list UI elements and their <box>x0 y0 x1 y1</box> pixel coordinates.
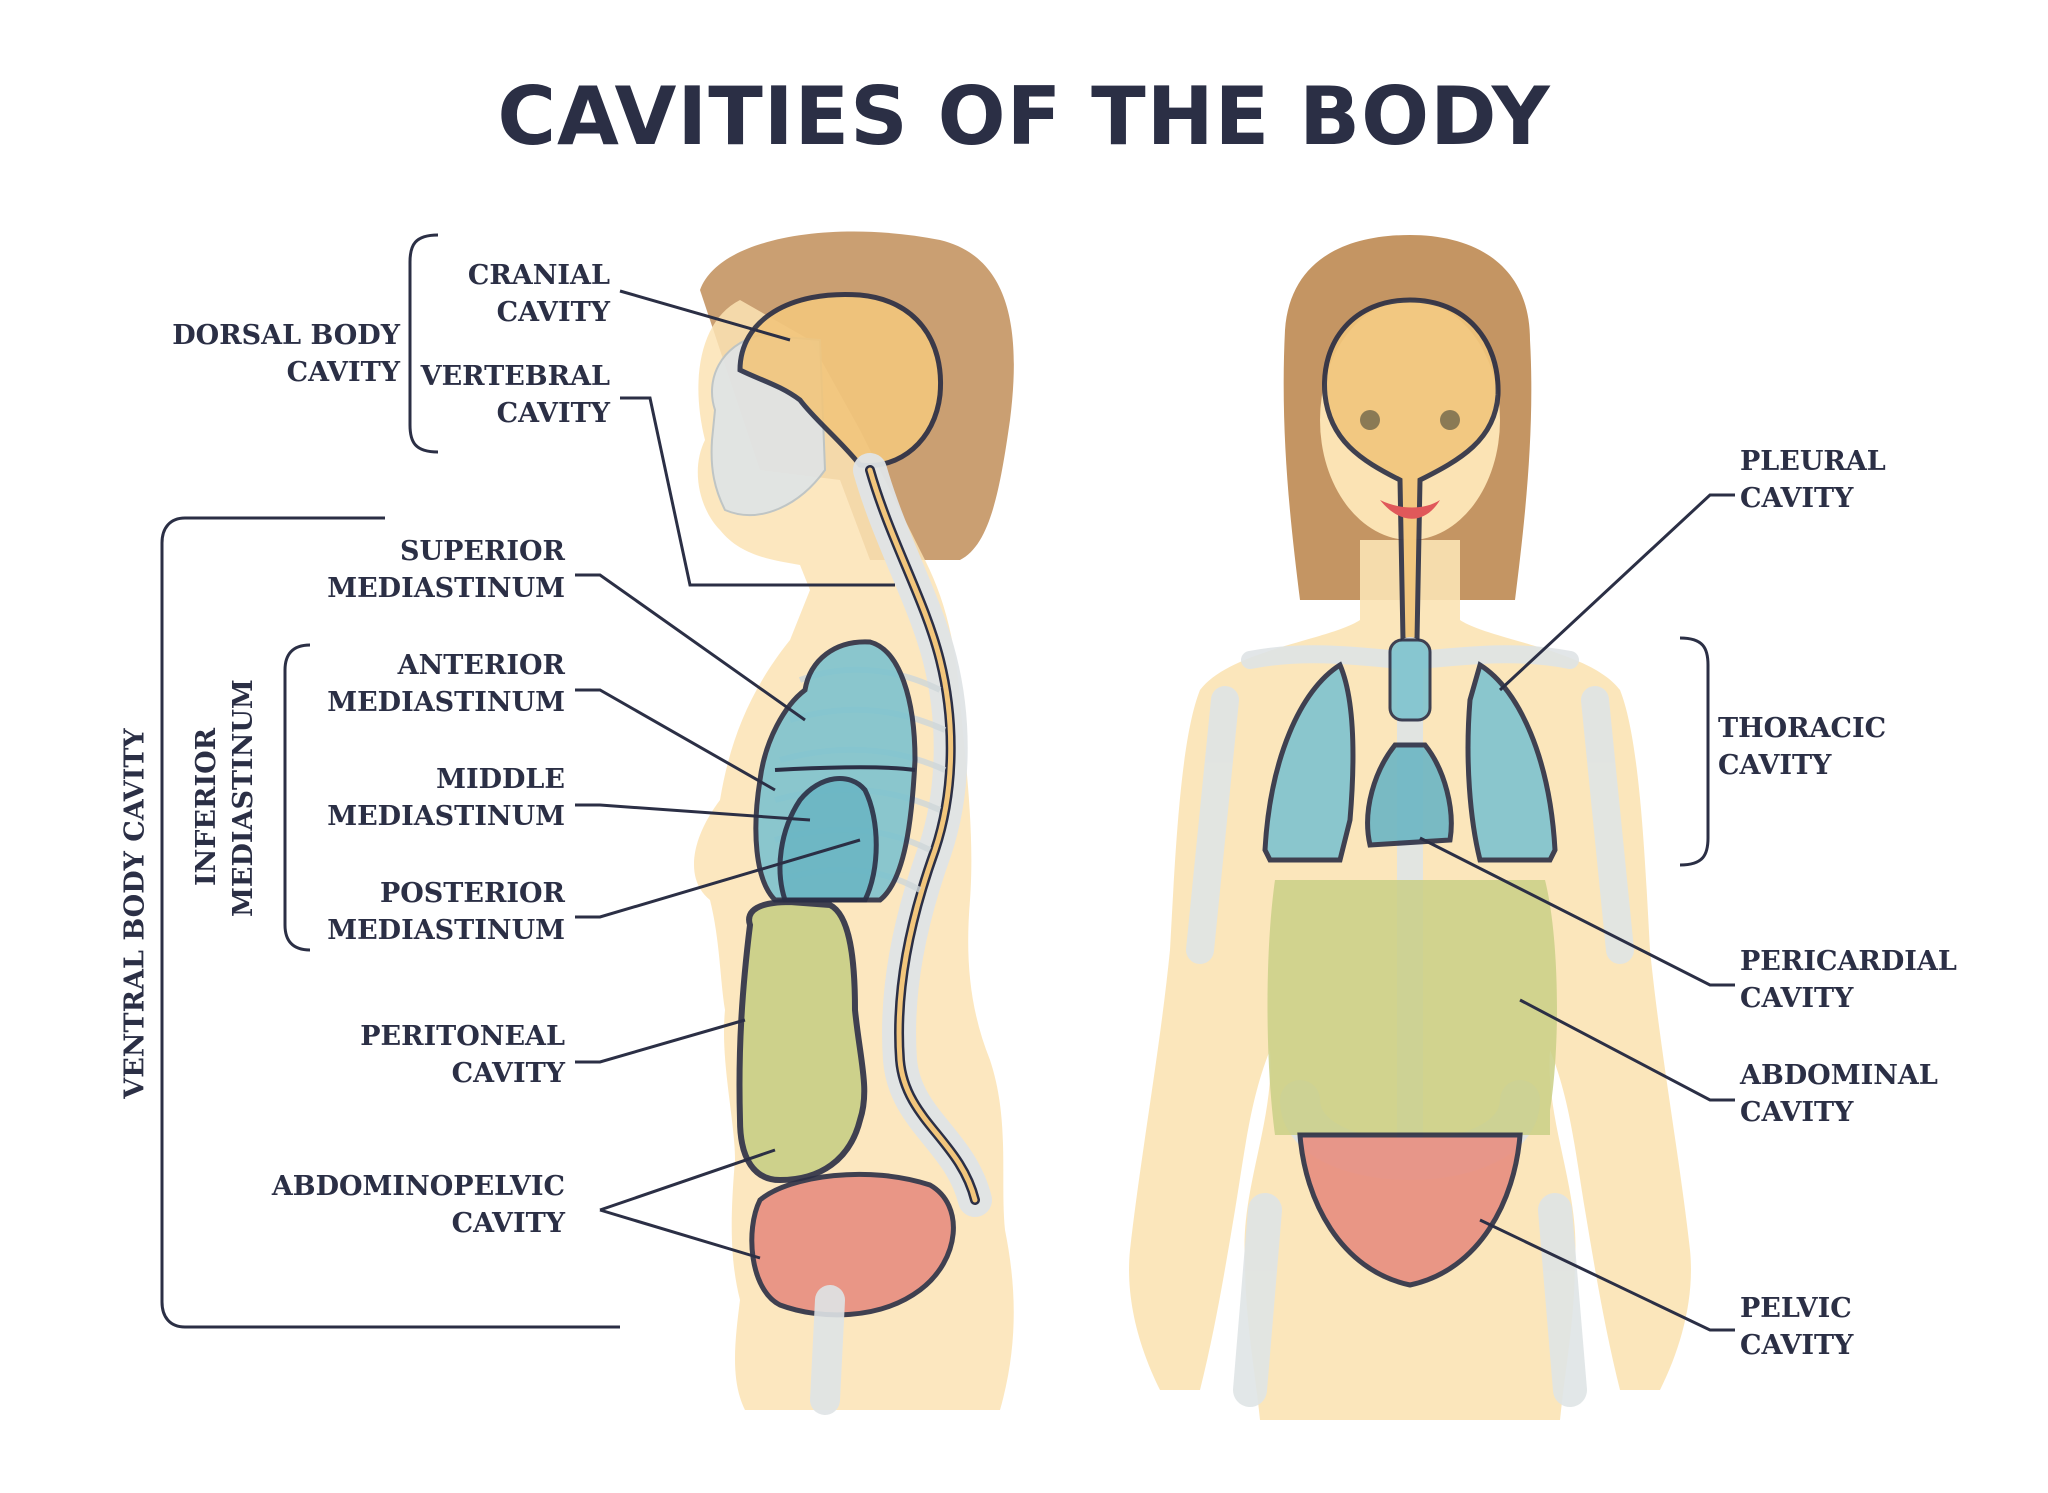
leader-vertebral <box>620 396 895 587</box>
label-abdominal-cavity: ABDOMINAL CAVITY <box>1740 1060 1938 1128</box>
label-anterior-mediastinum: ANTERIOR MEDIASTINUM <box>327 650 565 718</box>
leader-superior <box>575 573 806 722</box>
label-ventral-body-cavity: VENTRAL BODY CAVITY <box>119 728 151 1099</box>
leader-cranial <box>619 289 791 342</box>
front-lung-right <box>1465 661 1558 863</box>
leader-peritoneal <box>575 1018 746 1064</box>
label-peritoneal-cavity: PERITONEAL CAVITY <box>360 1021 565 1089</box>
bracket-ventral <box>160 516 620 1329</box>
leader-pelvic <box>1479 1218 1735 1332</box>
bracket-inferior <box>283 643 311 952</box>
label-pericardial-cavity: PERICARDIAL CAVITY <box>1740 946 1957 1014</box>
side-pelvic-cavity <box>749 1171 956 1318</box>
bracket-dorsal <box>408 233 439 454</box>
side-peritoneal-cavity <box>736 898 868 1184</box>
label-pelvic-cavity: PELVIC CAVITY <box>1740 1293 1854 1361</box>
front-eye-right <box>1440 410 1460 430</box>
label-thoracic-cavity: THORACIC CAVITY <box>1718 713 1887 781</box>
leader-pericardial <box>1419 836 1735 987</box>
leader-anterior <box>575 688 776 792</box>
side-cranial-cavity <box>737 291 944 469</box>
front-eye-left <box>1360 410 1380 430</box>
label-posterior-mediastinum: POSTERIOR MEDIASTINUM <box>327 878 565 946</box>
label-pleural-cavity: PLEURAL CAVITY <box>1740 446 1886 514</box>
front-lung-left <box>1262 661 1356 863</box>
front-mouth <box>1380 500 1440 519</box>
label-middle-mediastinum: MIDDLE MEDIASTINUM <box>327 764 565 832</box>
label-inferior-mediastinum: INFERIOR MEDIASTINUM <box>191 679 259 917</box>
front-pelvic-cavity <box>1297 1132 1523 1288</box>
leader-abdominal <box>1519 998 1735 1102</box>
front-abdominal-cavity <box>1267 880 1557 1135</box>
side-vertebral-canal-fill <box>867 467 978 1203</box>
label-vertebral-cavity: VERTEBRAL CAVITY <box>420 361 610 429</box>
leader-middle <box>575 803 811 822</box>
bracket-thoracic <box>1679 636 1710 867</box>
side-middle-mediastinum <box>777 776 879 903</box>
leader-abdominopelvic-2 <box>599 1208 761 1260</box>
leader-lines <box>575 289 1735 1332</box>
side-view-figure <box>693 231 1014 1415</box>
label-dorsal-body-cavity: DORSAL BODY CAVITY <box>172 320 400 388</box>
leader-abdominopelvic-1 <box>599 1148 776 1212</box>
side-femur <box>810 1285 845 1415</box>
leader-posterior <box>575 838 861 919</box>
label-superior-mediastinum: SUPERIOR MEDIASTINUM <box>327 536 565 604</box>
leader-pleural <box>1498 493 1735 692</box>
page-title: CAVITIES OF THE BODY <box>497 70 1551 163</box>
brackets <box>160 233 1710 1329</box>
side-thoracic-divider <box>774 765 916 772</box>
front-view-figure <box>1129 235 1691 1420</box>
front-pericardial-cavity <box>1365 742 1454 848</box>
front-trachea <box>1388 638 1432 722</box>
label-cranial-cavity: CRANIAL CAVITY <box>467 260 610 328</box>
label-abdominopelvic-cavity: ABDOMINOPELVIC CAVITY <box>271 1171 565 1239</box>
